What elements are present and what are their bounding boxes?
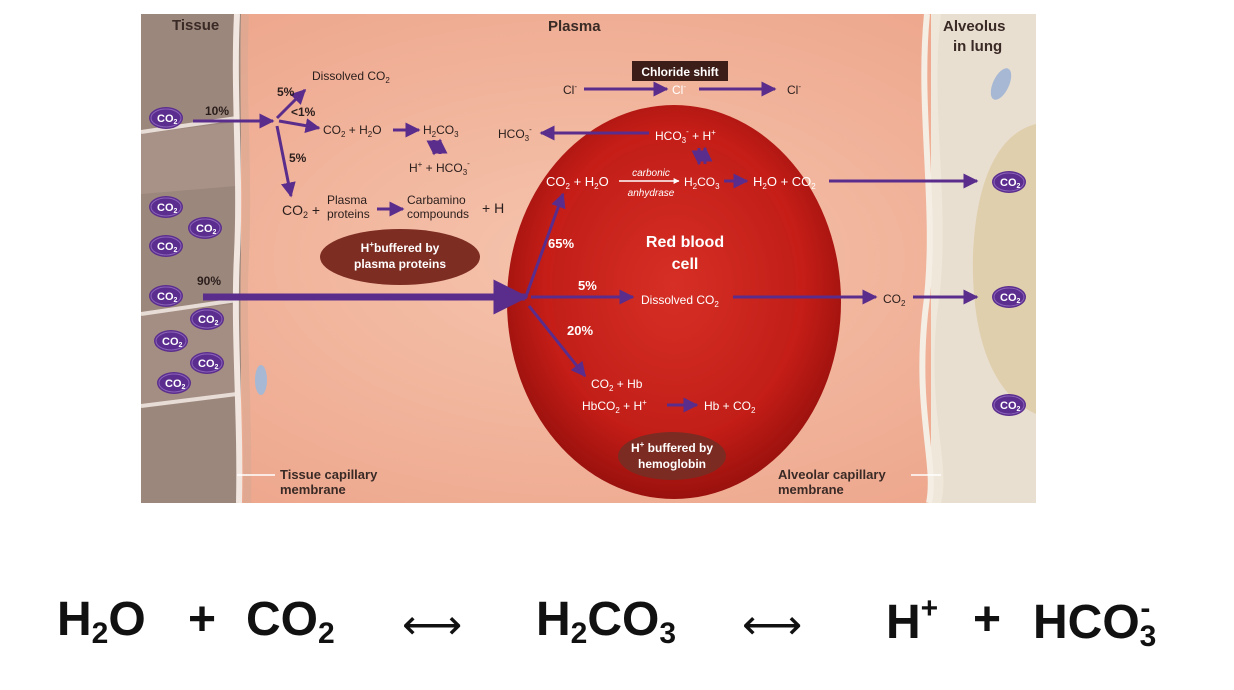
plasma-buffer-oval	[320, 229, 480, 285]
tissue-membrane-line1: Tissue capillary	[280, 467, 378, 482]
chloride-shift-box	[632, 61, 728, 81]
carbamino-line1: Carbamino	[407, 193, 466, 207]
co2-molecule-badge: CO2	[187, 216, 223, 240]
co2-molecule-badge: CO2	[148, 234, 184, 258]
plasma-h-hco3: H+ + HCO3-	[409, 159, 470, 177]
co2-badge-label: CO2	[1000, 292, 1021, 305]
equilibrium-arrows-plasma	[426, 138, 448, 156]
plasma-co2-plus: CO2 +	[282, 202, 320, 220]
co2-badge-label: CO2	[162, 336, 183, 349]
pct-5-bottom: 5%	[289, 151, 307, 165]
plasma-dissolved-co2: Dissolved CO2	[312, 69, 390, 85]
co2-molecule-badge: CO2	[156, 371, 192, 395]
pct-10: 10%	[205, 104, 229, 118]
hemoglobin-buffer-oval	[618, 432, 726, 480]
capillary-cell-right	[990, 68, 1012, 100]
co2-badge-label: CO2	[198, 358, 219, 371]
chloride-shift-title: Chloride shift	[641, 65, 718, 79]
rbc-hbco2: HbCO2 + H+	[582, 398, 647, 415]
plasma-co2-h2o: CO2 + H2O	[323, 123, 382, 139]
arrow-5pct-dissolved	[275, 88, 307, 120]
co2-molecule-badge: CO2	[148, 106, 184, 130]
plasma-proteins-line2: proteins	[327, 207, 370, 221]
carbamino-line2: compounds	[407, 207, 469, 221]
eq-arrow-1: ⟷	[402, 601, 463, 648]
rbc-h2o-co2: H2O + CO2	[753, 174, 816, 191]
co2-badge-label: CO2	[1000, 400, 1021, 413]
arrow-65pct	[523, 192, 566, 300]
plasma-hco3-left: HCO3-	[498, 125, 532, 143]
co2-badge-label: CO2	[165, 378, 186, 391]
eq-plus-2: +	[973, 593, 1002, 646]
co2-badge-label: CO2	[1000, 177, 1021, 190]
pct-90: 90%	[197, 274, 221, 288]
arrow-lt1pct	[278, 118, 321, 134]
co2-badge-label: CO2	[157, 241, 178, 254]
co2-transport-diagram: Tissue Plasma Alveolus in lung Tissue ca…	[141, 14, 1036, 503]
carbonic-acid-equation: H2O + CO2 ⟷ H2CO3 ⟷ H+ + HCO3-	[0, 592, 1234, 662]
co2-molecule-badge: CO2	[189, 307, 225, 331]
alveolus-label-line1: Alveolus	[943, 18, 1006, 35]
carbonic-label: carbonic	[632, 168, 670, 179]
eq-arrow-2: ⟷	[742, 601, 803, 648]
pct-65: 65%	[548, 236, 574, 251]
rbc-dissolved-co2: Dissolved CO2	[641, 293, 719, 309]
equilibrium-arrows-rbc	[691, 146, 713, 166]
rbc-hb-co2: Hb + CO2	[704, 399, 756, 415]
eq-plus-1: +	[188, 593, 217, 646]
tissue-region	[141, 14, 241, 503]
arrow-20pct	[527, 305, 587, 378]
rbc-buffer-line2: hemoglobin	[638, 457, 706, 471]
eq-water: H2O	[57, 593, 146, 650]
alveolus-label-line2: in lung	[953, 38, 1002, 55]
co2-molecule-badge: CO2	[148, 284, 184, 308]
rbc-title-line2: cell	[672, 256, 699, 273]
plasma-buffer-line2: plasma proteins	[354, 257, 446, 271]
anhydrase-label: anhydrase	[628, 188, 675, 199]
co2-badge-label: CO2	[157, 113, 178, 126]
co2-molecule-badge: CO2	[991, 170, 1027, 194]
co2-badge-label: CO2	[157, 202, 178, 215]
co2-molecule-badge: CO2	[148, 195, 184, 219]
co2-badge-label: CO2	[196, 223, 217, 236]
pct-lt1: <1%	[291, 105, 316, 119]
eq-hydrogen-ion: H+	[886, 592, 939, 649]
tissue-membrane-line2: membrane	[280, 482, 346, 497]
tissue-label: Tissue	[172, 17, 219, 34]
plasma-buffer-line1: H+buffered by	[361, 240, 440, 255]
pct-5-top: 5%	[277, 85, 295, 99]
eq-bicarbonate: HCO3-	[1033, 592, 1157, 653]
alveolar-membrane-line2: membrane	[778, 482, 844, 497]
alveolus-space	[972, 124, 1036, 414]
rbc-buffer-line1: H+ buffered by	[631, 440, 713, 455]
rbc-title-line1: Red blood	[646, 234, 724, 251]
co2-badge-label: CO2	[198, 314, 219, 327]
rbc-co2-h2o: CO2 + H2O	[546, 174, 609, 191]
co2-molecule-badge: CO2	[991, 285, 1027, 309]
rbc-co2-hb: CO2 + Hb	[591, 377, 643, 393]
plasma-proteins-line1: Plasma	[327, 193, 367, 207]
pct-5-rbc: 5%	[578, 278, 597, 293]
rbc-hco3-h: HCO3- + H+	[655, 127, 716, 145]
co2-molecule-badge: CO2	[153, 329, 189, 353]
cl-left: Cl-	[563, 82, 577, 97]
plasma-co2-out: CO2	[883, 292, 906, 308]
cl-mid: Cl-	[672, 82, 686, 97]
pct-20: 20%	[567, 323, 593, 338]
plasma-h2co3: H2CO3	[423, 123, 459, 139]
plasma-plus-h: + H	[482, 200, 504, 216]
eq-carbonic-acid: H2CO3	[536, 593, 677, 650]
co2-molecule-badge: CO2	[991, 393, 1027, 417]
alveolar-membrane-line1: Alveolar capillary	[778, 467, 886, 482]
capillary-cell-left	[255, 365, 267, 395]
cl-right: Cl-	[787, 82, 801, 97]
co2-badge-label: CO2	[157, 291, 178, 304]
co2-molecule-badge: CO2	[189, 351, 225, 375]
rbc-h2co3: H2CO3	[684, 175, 720, 191]
eq-co2: CO2	[246, 593, 335, 650]
arrow-5pct-carbamino	[275, 125, 296, 198]
plasma-label: Plasma	[548, 18, 601, 35]
